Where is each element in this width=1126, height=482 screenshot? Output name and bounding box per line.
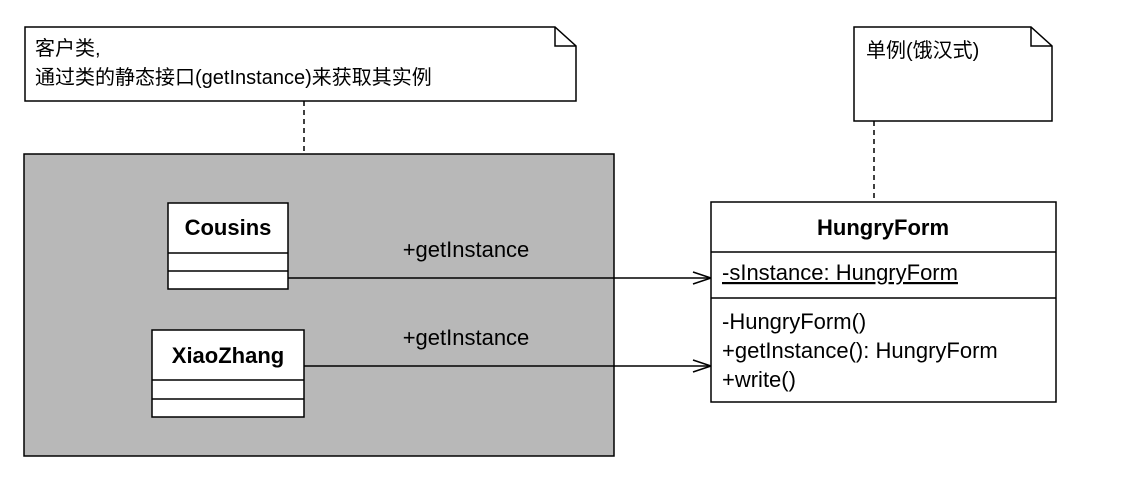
hungryform-operation: +write() — [722, 367, 796, 392]
class-cousins[interactable]: Cousins — [167, 202, 289, 290]
singleton-note: 单例(饿汉式) — [853, 26, 1053, 122]
class-hungryform[interactable]: HungryForm -sInstance: HungryForm -Hungr… — [710, 201, 1057, 403]
class-cousins-name: Cousins — [185, 215, 272, 240]
client-note-line1: 客户类, — [35, 37, 101, 60]
class-hungryform-name: HungryForm — [817, 215, 949, 240]
client-package — [23, 153, 615, 457]
client-note: 客户类, 通过类的静态接口(getInstance)来获取其实例 — [24, 26, 577, 102]
singleton-note-text: 单例(饿汉式) — [866, 39, 979, 62]
hungryform-operation: +getInstance(): HungryForm — [722, 338, 998, 363]
class-xiaozhang-name: XiaoZhang — [172, 343, 284, 368]
client-note-line2: 通过类的静态接口(getInstance)来获取其实例 — [35, 66, 432, 89]
hungryform-operation: -HungryForm() — [722, 309, 866, 334]
class-xiaozhang[interactable]: XiaoZhang — [151, 329, 305, 418]
hungryform-attribute: -sInstance: HungryForm — [722, 260, 958, 285]
association-cousins-label: +getInstance — [403, 237, 530, 262]
association-xiaozhang-label: +getInstance — [403, 325, 530, 350]
